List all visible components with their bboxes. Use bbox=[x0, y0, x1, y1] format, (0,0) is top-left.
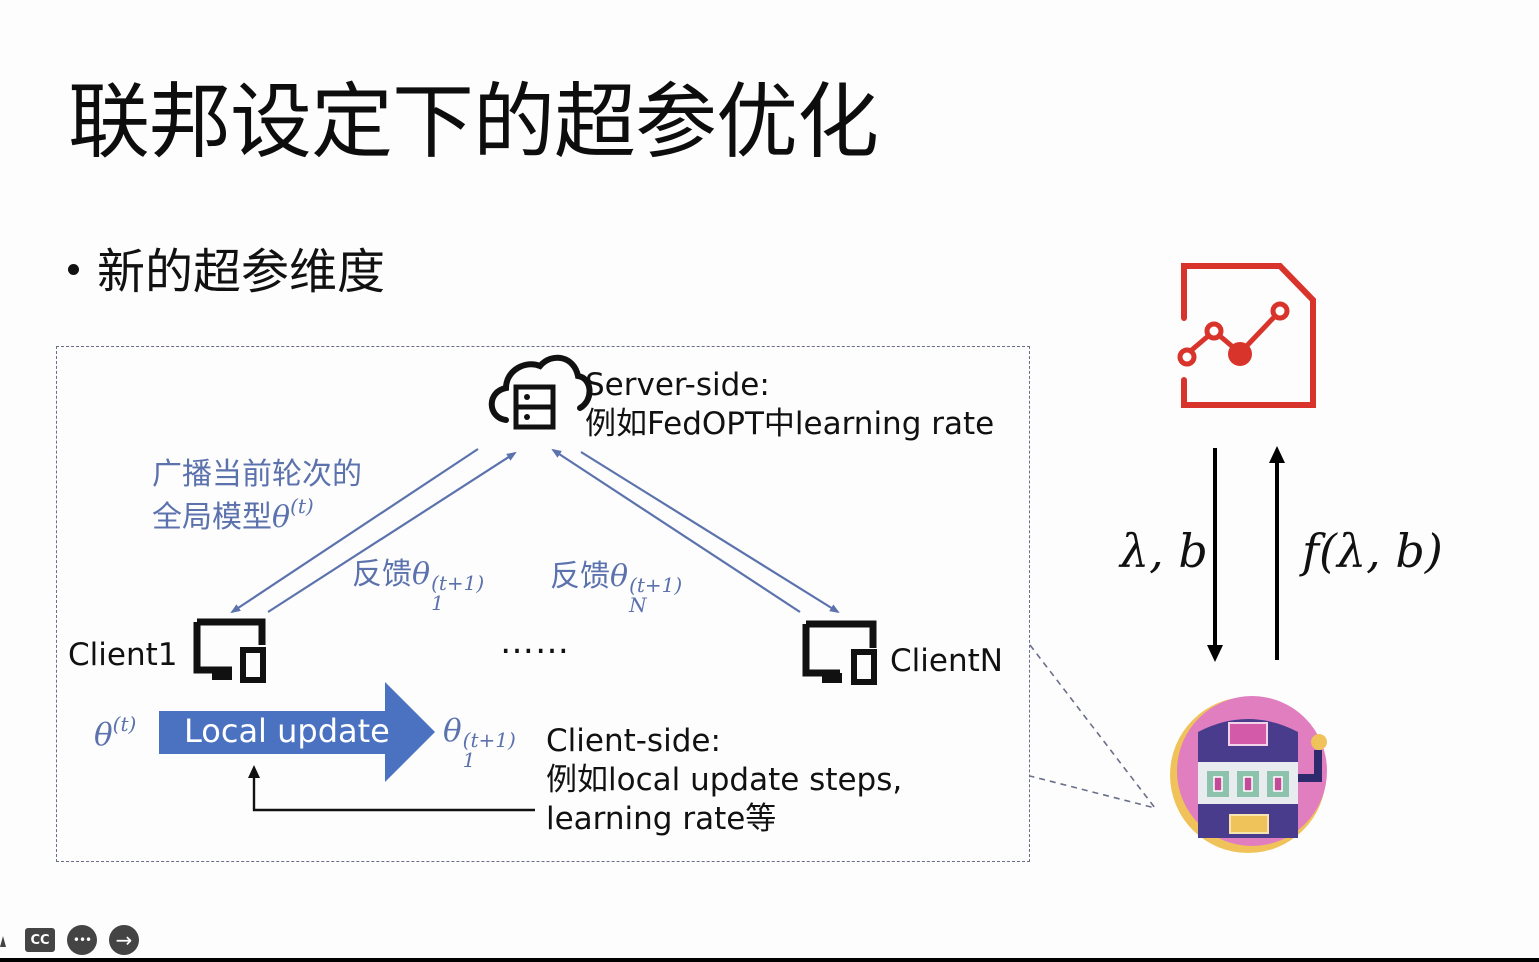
local-update-arrow bbox=[159, 682, 435, 782]
more-options-button[interactable]: ••• bbox=[67, 925, 97, 955]
subscript: 1 bbox=[431, 591, 444, 615]
feedback-arrow-left bbox=[267, 451, 517, 613]
client-side-label: Client-side: 例如local update steps, learn… bbox=[546, 722, 902, 839]
feedbackN-text: 反馈 bbox=[550, 559, 610, 594]
client1-label: Client1 bbox=[68, 637, 178, 673]
theta-symbol: θ bbox=[610, 559, 629, 594]
feedback1-text: 反馈 bbox=[352, 557, 412, 592]
client-side-heading: Client-side: bbox=[546, 723, 721, 759]
client-side-example-2: learning rate等 bbox=[546, 801, 777, 838]
broadcast-line1: 广播当前轮次的 bbox=[152, 457, 362, 492]
player-edge-icon[interactable] bbox=[0, 928, 8, 948]
clientN-device-icon bbox=[802, 620, 877, 685]
local-update-label: Local update bbox=[184, 712, 390, 750]
cloud-server-icon bbox=[488, 354, 593, 430]
bullet-dot bbox=[68, 263, 79, 275]
feedbackN-label: 反馈θ(t+1)N bbox=[550, 558, 682, 615]
broadcast-label: 广播当前轮次的 全局模型θ(t) bbox=[152, 456, 362, 536]
server-side-example: 例如FedOPT中learning rate bbox=[585, 405, 995, 442]
server-side-heading: Server-side: bbox=[585, 367, 770, 403]
up-arrow bbox=[1269, 446, 1285, 660]
bullet-item: 新的超参维度 bbox=[68, 248, 385, 296]
client-side-example-1: 例如local update steps, bbox=[546, 762, 903, 799]
broadcast-text: 全局模型 bbox=[152, 499, 272, 535]
local-output-theta: θ(t+1)1 bbox=[443, 712, 516, 770]
feedback1-indices: (t+1)1 bbox=[431, 573, 484, 613]
next-button[interactable]: → bbox=[109, 925, 139, 955]
superscript: (t+1) bbox=[431, 571, 485, 595]
broadcast-arrow-left bbox=[230, 448, 479, 614]
clientN-label: ClientN bbox=[890, 643, 1003, 679]
slide-title: 联邦设定下的超参优化 bbox=[68, 75, 879, 170]
superscript: (t+1) bbox=[629, 573, 683, 597]
subscript: N bbox=[629, 593, 647, 617]
feedback-arrow-right bbox=[551, 448, 801, 613]
diagram-frame bbox=[56, 346, 1030, 862]
theta-symbol: θ bbox=[272, 499, 291, 535]
client-side-connector bbox=[248, 765, 535, 812]
ellipsis: …… bbox=[500, 622, 570, 662]
local-input-theta: θ(t) bbox=[94, 712, 136, 755]
captions-button[interactable]: CC bbox=[25, 928, 55, 952]
superscript: (t+1) bbox=[462, 728, 516, 752]
output-indices: (t+1)1 bbox=[463, 730, 516, 770]
theta-symbol: θ bbox=[94, 717, 113, 753]
server-side-label: Server-side: 例如FedOPT中learning rate bbox=[585, 366, 994, 444]
theta-symbol: θ bbox=[412, 557, 431, 592]
lambda-b-label: λ, b bbox=[1120, 524, 1208, 578]
theta-superscript: (t) bbox=[112, 712, 137, 736]
bullet-text: 新的超参维度 bbox=[97, 244, 386, 300]
feedbackN-indices: (t+1)N bbox=[629, 575, 682, 615]
broadcast-line2: 全局模型θ(t) bbox=[152, 494, 362, 537]
subscript: 1 bbox=[462, 748, 476, 772]
feedback1-label: 反馈θ(t+1)1 bbox=[352, 556, 484, 613]
theta-superscript: (t) bbox=[290, 493, 314, 518]
callout-dashed-lines bbox=[1029, 644, 1158, 810]
broadcast-arrow-right bbox=[580, 451, 840, 614]
theta-symbol: θ bbox=[443, 713, 462, 749]
bottom-bar bbox=[0, 958, 1539, 962]
line-chart-document-icon bbox=[1177, 263, 1316, 408]
down-arrow bbox=[1207, 448, 1223, 662]
slot-machine-icon bbox=[1170, 696, 1327, 853]
f-lambda-b-label: f(λ, b) bbox=[1302, 524, 1443, 578]
client1-device-icon bbox=[193, 618, 266, 683]
